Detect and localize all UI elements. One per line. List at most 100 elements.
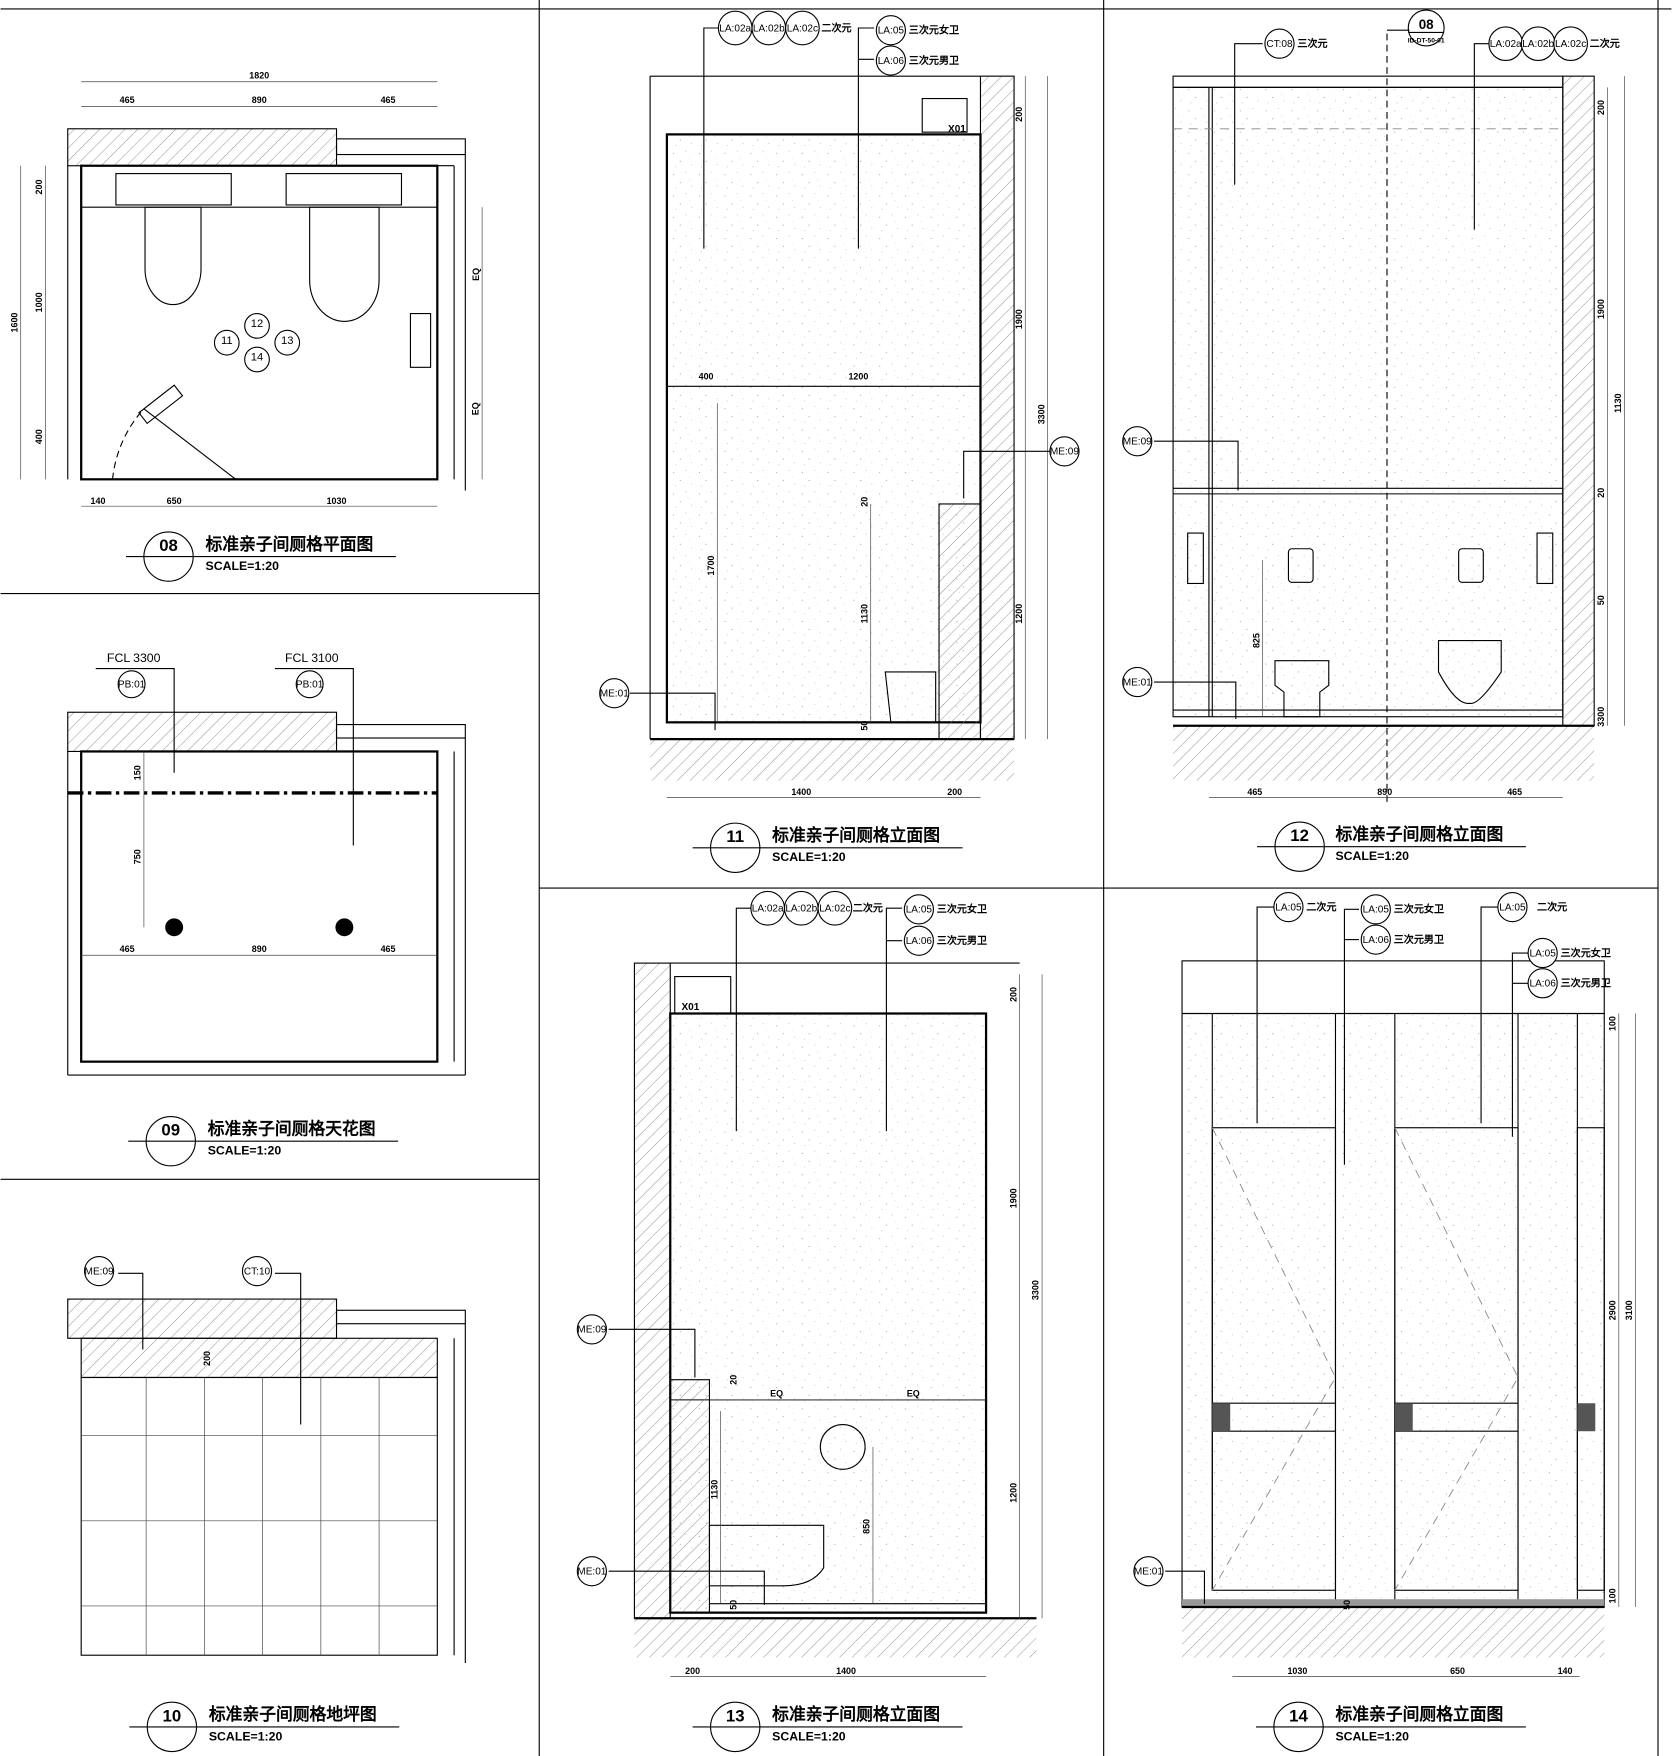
section-number: 08 [1419, 17, 1434, 32]
section-marker[interactable] [1407, 9, 1445, 47]
dimension-label: 50 [1596, 595, 1606, 605]
drawing-title: 标准亲子间厕格地坪图 [208, 1704, 377, 1724]
dimension-label: 825 [1251, 633, 1261, 648]
dimension-label: 20 [1596, 488, 1606, 498]
material-tag: ME:09 [1049, 436, 1080, 467]
tag-note: 三次元女卫 [909, 24, 959, 37]
dimension-label: 850 [862, 1519, 872, 1534]
ceiling-level: FCL 3100 [285, 651, 339, 665]
elevation-marker[interactable] [244, 313, 270, 339]
dimension-label: 890 [1377, 787, 1392, 797]
dimension-label: 1130 [709, 1480, 719, 1499]
tag-note: 三次元女卫 [937, 903, 987, 916]
drawing-number: 10 [163, 1706, 182, 1725]
dimension-label: 1820 [249, 70, 269, 80]
material-tag: LA:05 [1360, 894, 1391, 925]
tag-circle [1527, 937, 1558, 969]
dimension-label: 1900 [1596, 299, 1606, 319]
drawing-scale: SCALE=1:20 [1335, 849, 1409, 863]
dimension-label: 1000 [34, 292, 44, 312]
tag-circle [1553, 26, 1589, 62]
tag-circle [875, 45, 906, 76]
dimension-label: 3300 [1031, 1280, 1041, 1300]
dimension-label: 140 [91, 496, 106, 506]
tag-circle [576, 1556, 607, 1587]
elevation-drawing-12 [1154, 29, 1625, 807]
material-tag: ME:01 [1133, 1556, 1164, 1587]
tag-circle [599, 678, 630, 709]
dimension-label: 200 [1596, 100, 1606, 115]
floor-drawing-10 [67, 1272, 466, 1664]
section-reference: ID-DT-50-01 [1408, 38, 1445, 45]
elevation-marker-label: 14 [251, 352, 263, 364]
tag-code: LA:02a [752, 904, 784, 915]
elevation-marker-label: 12 [251, 318, 263, 330]
tag-code: LA:05 [906, 905, 933, 916]
tag-note: 三次元男卫 [1561, 977, 1611, 990]
tag-note: 三次元男卫 [1394, 933, 1444, 946]
elevation-marker[interactable] [213, 329, 240, 356]
tag-code: ME:09 [577, 1325, 606, 1336]
drawing-title: 标准亲子间厕格平面图 [204, 534, 373, 554]
drawing-scale: SCALE=1:20 [208, 1144, 282, 1158]
material-tag: PB:01 [117, 670, 146, 699]
tag-code: ME:09 [1050, 447, 1079, 458]
tag-code: LA:06 [878, 56, 905, 67]
material-tag: LA:02a [750, 890, 786, 926]
drawing-number: 08 [159, 536, 178, 555]
material-tag: LA:02b [783, 890, 819, 926]
material-tag: ME:01 [599, 678, 630, 709]
dimension-label: 650 [167, 496, 182, 506]
dimension-label: EQ [770, 1389, 783, 1399]
tag-code: PB:01 [296, 680, 324, 691]
dimension-label: 890 [252, 95, 267, 105]
dimension-label: 465 [381, 944, 396, 954]
tag-code: LA:06 [1363, 935, 1390, 946]
dimension-label: 200 [947, 787, 962, 797]
tag-note: 三次元男卫 [937, 934, 987, 947]
tag-circle [903, 925, 934, 956]
material-tag: LA:02c [785, 10, 820, 46]
tag-circle [241, 1255, 273, 1287]
dimension-label: 465 [1247, 787, 1262, 797]
tag-circle [117, 670, 146, 699]
elevation-marker[interactable] [274, 329, 301, 356]
dimension-label: EQ [907, 1389, 920, 1399]
dimension-label: 465 [120, 944, 135, 954]
flush-sensor-icon [1287, 548, 1314, 583]
dimension-label: 1400 [791, 787, 811, 797]
tag-code: LA:06 [1530, 979, 1557, 990]
elevation-drawing-13 [608, 907, 1043, 1677]
urinal-icon [1437, 640, 1502, 704]
tag-code: LA:02c [819, 904, 850, 915]
toilet-icon [708, 1524, 825, 1587]
tag-note: 二次元 [853, 902, 883, 915]
material-tag: LA:02c [1553, 26, 1589, 62]
material-tag: LA:05 [875, 15, 906, 46]
dimension-label: 890 [252, 944, 267, 954]
dimension-label: 100 [1607, 1588, 1617, 1603]
drawing-number: 09 [161, 1121, 180, 1140]
tag-code: LA:05 [1530, 948, 1557, 959]
elevation-marker-label: 13 [281, 335, 293, 347]
drawing-title: 标准亲子间厕格立面图 [771, 1704, 940, 1724]
elevation-marker[interactable] [244, 346, 270, 373]
drawing-number: 12 [1290, 826, 1309, 845]
material-tag: LA:02a [717, 10, 753, 46]
tag-circle [1122, 666, 1153, 698]
tag-note: 三次元女卫 [1561, 946, 1611, 959]
tag-code: LA:02a [719, 23, 751, 34]
dimension-label: 1900 [1014, 309, 1024, 329]
tag-circle [576, 1314, 607, 1345]
tag-note: 二次元 [1306, 900, 1336, 913]
dimension-label: 3100 [1624, 1300, 1634, 1320]
dimension-label: 1900 [1008, 1188, 1018, 1208]
dimension-label: 140 [1558, 1666, 1573, 1676]
material-tag: LA:06 [903, 925, 934, 956]
tag-code: LA:02b [1522, 39, 1554, 50]
dimension-label: EQ [471, 402, 481, 415]
material-tag: PB:01 [295, 670, 324, 699]
tag-circle [903, 894, 934, 925]
drawing-number: 14 [1289, 1706, 1308, 1725]
